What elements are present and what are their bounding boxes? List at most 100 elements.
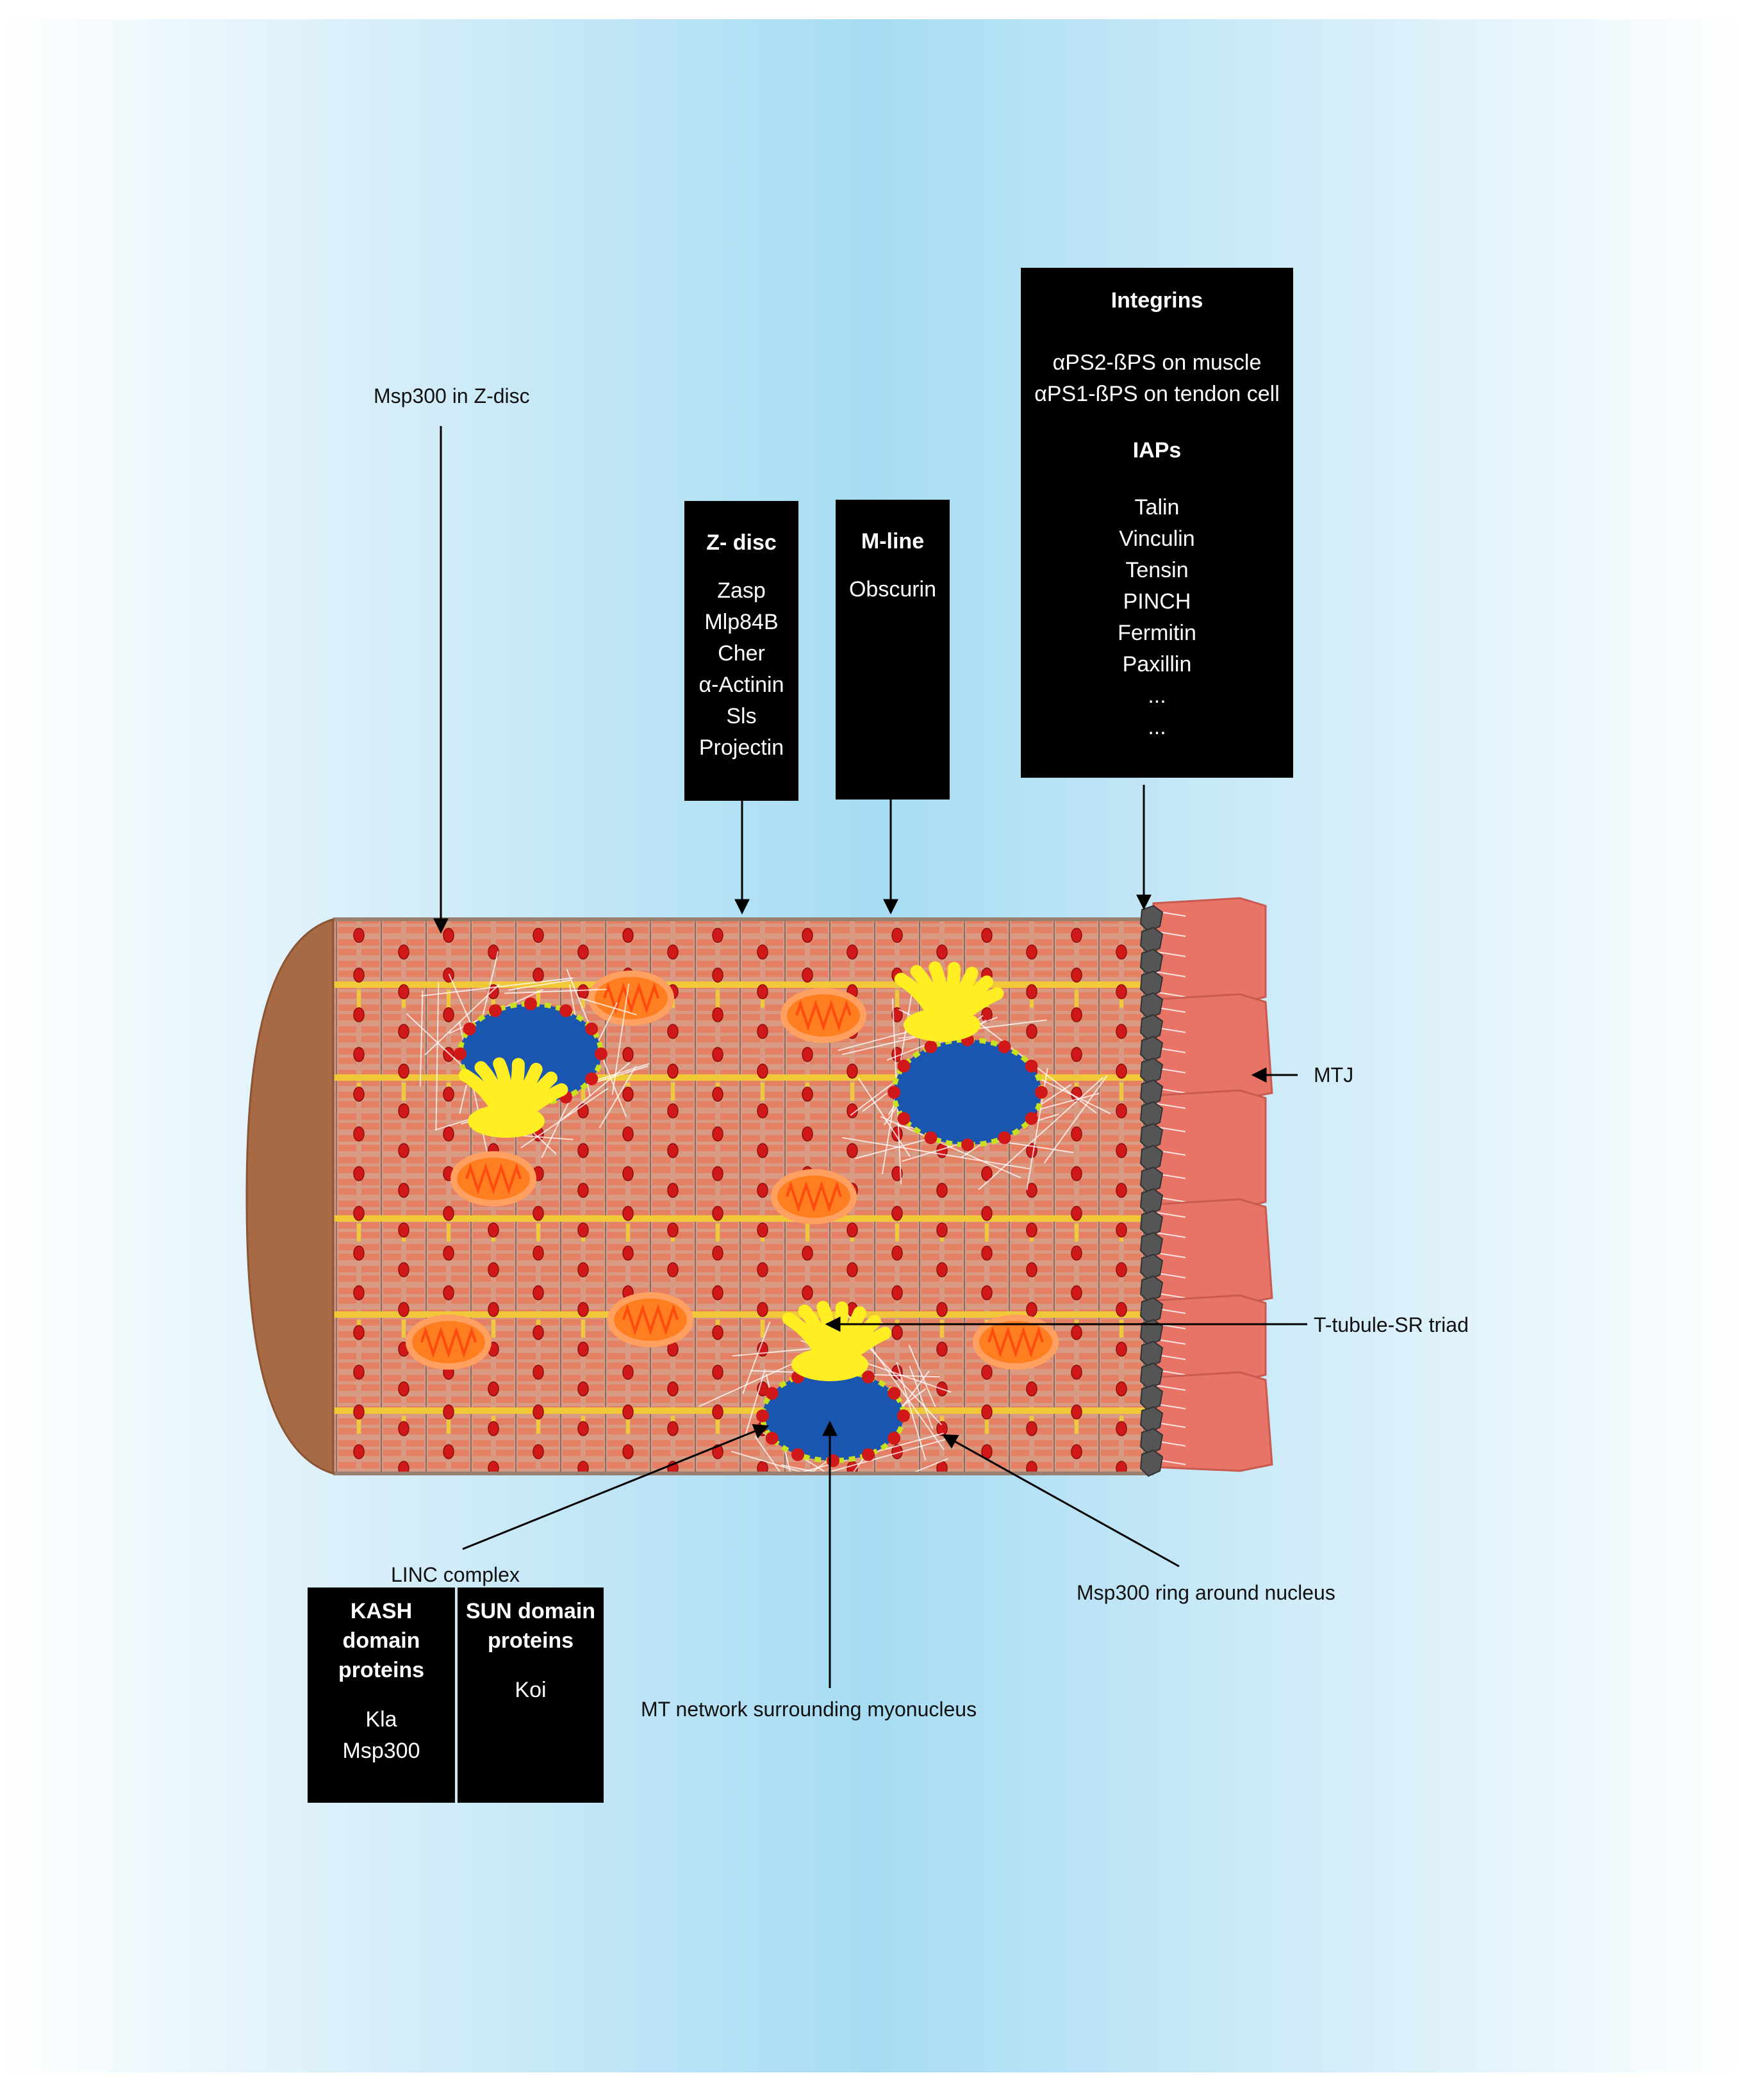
msp300-dot — [1071, 1206, 1082, 1220]
msp300-dot — [892, 1206, 902, 1220]
msp300-dot — [713, 1365, 723, 1379]
msp300-dot — [937, 1263, 947, 1277]
msp300-dot — [443, 1087, 454, 1101]
iap-item: Vinculin — [1021, 523, 1293, 555]
msp300-dot — [668, 945, 678, 959]
msp300-dot — [668, 1183, 678, 1197]
msp300-ring-dot — [791, 1448, 804, 1461]
msp300-dot — [354, 1286, 364, 1300]
msp300-dot — [1071, 1047, 1082, 1062]
msp300-dot — [668, 1223, 678, 1237]
msp300-dot — [713, 1325, 723, 1340]
msp300-dot — [354, 1405, 364, 1419]
msp300-ring-dot — [897, 1112, 910, 1125]
integrins-iaps-box: Integrins αPS2-ßPS on muscle αPS1-ßPS on… — [1021, 268, 1293, 778]
msp300-dot — [533, 1405, 543, 1419]
sun-title: SUN domain proteins — [458, 1596, 604, 1655]
msp300-dot — [892, 1127, 902, 1141]
msp300-dot — [623, 1127, 633, 1141]
msp300-dot — [847, 1263, 857, 1277]
label-mtj: MTJ — [1314, 1063, 1353, 1087]
msp300-dot — [354, 968, 364, 982]
msp300-dot — [578, 1342, 588, 1356]
msp300-dot — [443, 928, 454, 942]
msp300-dot — [399, 1144, 409, 1158]
msp300-dot — [623, 1365, 633, 1379]
msp300-dot — [578, 1263, 588, 1277]
mline-box: M-line Obscurin — [836, 500, 950, 800]
tendon-cell — [1153, 1295, 1266, 1381]
msp300-dot — [713, 1047, 723, 1062]
msp300-dot — [757, 1144, 768, 1158]
msp300-dot — [354, 1167, 364, 1181]
sr-core — [791, 1348, 868, 1381]
msp300-dot — [1027, 985, 1037, 999]
msp300-ring-dot — [961, 1138, 974, 1151]
msp300-dot — [757, 1263, 768, 1277]
msp300-dot — [354, 1087, 364, 1101]
msp300-dot — [982, 1405, 992, 1419]
msp300-ring-dot — [925, 1131, 938, 1144]
msp300-dot — [1027, 1302, 1037, 1317]
msp300-dot — [533, 1445, 543, 1459]
msp300-ring-dot — [897, 1060, 910, 1072]
msp300-dot — [1071, 1246, 1082, 1260]
msp300-dot — [533, 928, 543, 942]
msp300-ring-dot — [524, 997, 537, 1010]
msp300-dot — [399, 1183, 409, 1197]
msp300-dot — [1071, 968, 1082, 982]
msp300-dot — [713, 1167, 723, 1181]
msp300-dot — [1071, 1008, 1082, 1022]
iap-item: Paxillin — [1021, 649, 1293, 680]
msp300-dot — [1071, 1127, 1082, 1141]
msp300-dot — [1116, 1302, 1127, 1317]
tendon-cell — [1153, 1090, 1266, 1208]
msp300-dot — [623, 1246, 633, 1260]
msp300-dot — [1027, 1263, 1037, 1277]
msp300-dot — [802, 1087, 813, 1101]
msp300-dot — [443, 1286, 454, 1300]
zdisc-item: Mlp84B — [684, 607, 798, 638]
msp300-dot — [757, 1104, 768, 1118]
msp300-dot — [937, 1302, 947, 1317]
kash-title: KASH domain proteins — [308, 1596, 455, 1685]
mitochondrion — [454, 1154, 533, 1203]
msp300-dot — [668, 1422, 678, 1436]
msp300-dot — [533, 1325, 543, 1340]
msp300-dot — [623, 1087, 633, 1101]
msp300-dot — [578, 1223, 588, 1237]
msp300-dot — [399, 945, 409, 959]
label-t-tubule: T-tubule-SR triad — [1314, 1313, 1469, 1337]
msp300-dot — [713, 1008, 723, 1022]
msp300-dot — [533, 968, 543, 982]
mline-item: Obscurin — [836, 574, 950, 605]
msp300-dot — [892, 1246, 902, 1260]
msp300-ring-dot — [585, 1072, 598, 1085]
msp300-dot — [937, 1223, 947, 1237]
mline-title: M-line — [836, 527, 950, 556]
msp300-dot — [1116, 1144, 1127, 1158]
msp300-ring-dot — [998, 1040, 1011, 1053]
msp300-dot — [668, 1104, 678, 1118]
label-mt-network: MT network surrounding myonucleus — [641, 1698, 977, 1721]
msp300-ring-dot — [1025, 1112, 1038, 1125]
integrin-item: αPS2-ßPS on muscle — [1021, 347, 1293, 379]
msp300-dot — [533, 1286, 543, 1300]
msp300-dot — [399, 1024, 409, 1038]
msp300-dot — [399, 1064, 409, 1078]
msp300-dot — [668, 1024, 678, 1038]
msp300-dot — [757, 1302, 768, 1317]
mitochondrion — [774, 1172, 854, 1221]
msp300-dot — [668, 1382, 678, 1396]
label-linc: LINC complex — [391, 1563, 520, 1587]
msp300-dot — [847, 945, 857, 959]
msp300-dot — [578, 985, 588, 999]
msp300-ring-dot — [454, 1047, 467, 1060]
integrin-item: αPS1-ßPS on tendon cell — [1021, 379, 1293, 410]
msp300-dot — [623, 1206, 633, 1220]
msp300-dot — [1071, 1445, 1082, 1459]
msp300-dot — [982, 1365, 992, 1379]
msp300-dot — [443, 1008, 454, 1022]
msp300-dot — [982, 1246, 992, 1260]
